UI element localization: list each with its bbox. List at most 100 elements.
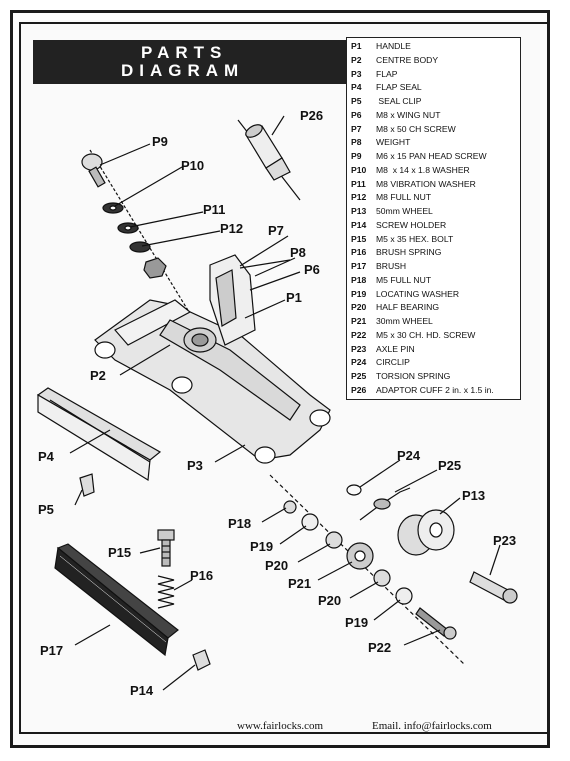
- legend-row: P4 FLAP SEAL: [351, 81, 520, 95]
- callout-p3: P3: [187, 458, 203, 473]
- legend-code: P12: [351, 192, 367, 203]
- callout-p10: P10: [181, 158, 204, 173]
- screw-washer-stack: [81, 149, 201, 331]
- title-line-1: PARTS: [141, 43, 228, 62]
- legend-code: P26: [351, 384, 367, 395]
- callout-p18: P18: [228, 516, 251, 531]
- legend-part-name: M8 VIBRATION WASHER: [376, 178, 476, 189]
- email-text: Email. info@fairlocks.com: [372, 720, 492, 732]
- callout-p19-a: P19: [250, 539, 273, 554]
- vacuum-head-body: [94, 254, 331, 464]
- 50mm-wheel-part: [397, 509, 455, 556]
- flap-seal-part: [36, 387, 162, 482]
- legend-part-name: M8 x WING NUT: [376, 109, 441, 120]
- legend-part-name: BRUSH SPRING: [376, 247, 442, 258]
- callout-p15: P15: [108, 545, 131, 560]
- legend-row: P11 M8 VIBRATION WASHER: [351, 178, 520, 192]
- torsion-spring-part: [359, 487, 411, 521]
- legend-code: P10: [351, 164, 367, 175]
- brush-spring-part: [157, 575, 175, 609]
- legend-part-name: SEAL CLIP: [376, 96, 422, 106]
- callout-p23: P23: [493, 533, 516, 548]
- adaptor-cuff-part: [237, 115, 301, 201]
- callout-p11: P11: [203, 202, 225, 217]
- legend-code: P9: [351, 151, 362, 161]
- callout-p1: P1: [286, 290, 302, 305]
- legend-code: P22: [351, 329, 367, 340]
- legend-code: P8: [351, 137, 362, 148]
- legend-code: P3: [351, 68, 362, 79]
- legend-code: P2: [351, 54, 362, 65]
- seal-clip-part: [79, 473, 95, 497]
- website-text: www.fairlocks.com: [237, 720, 324, 732]
- legend-code: P25: [351, 371, 367, 381]
- half-bearing-part-a: [325, 531, 343, 549]
- legend-part-name: FLAP SEAL: [376, 82, 422, 93]
- callout-p7: P7: [268, 223, 284, 238]
- callout-p16: P16: [190, 568, 213, 583]
- callout-p14: P14: [130, 683, 154, 698]
- legend-row: P12 M8 FULL NUT: [351, 191, 520, 205]
- legend-code: P1: [351, 41, 362, 51]
- legend-code: P20: [351, 302, 367, 313]
- legend-code: P19: [351, 288, 367, 299]
- legend-part-name: M5 FULL NUT: [376, 274, 432, 285]
- legend-code: P24: [351, 357, 367, 368]
- legend-row: P6 M8 x WING NUT: [351, 109, 520, 123]
- circlip-part: [346, 484, 362, 496]
- callout-p21: P21: [288, 576, 311, 591]
- axle-pin-part: [469, 571, 518, 604]
- legend-code: P6: [351, 109, 362, 120]
- screw-holder-part: [192, 649, 211, 671]
- legend-row: P26 ADAPTOR CUFF 2 in. x 1.5 in.: [351, 384, 520, 398]
- brush-part: [54, 543, 179, 657]
- ch-hd-screw-part: [415, 607, 457, 640]
- legend-part-name: ADAPTOR CUFF 2 in. x 1.5 in.: [376, 384, 494, 395]
- callout-p26: P26: [300, 108, 323, 123]
- legend-part-name: M8 x 14 x 1.8 WASHER: [376, 164, 470, 175]
- legend-row: P1 HANDLE: [351, 40, 520, 54]
- legend-part-name: TORSION SPRING: [376, 371, 451, 381]
- legend-code: P4: [351, 82, 362, 93]
- callout-p12: P12: [220, 221, 243, 236]
- callout-p25: P25: [438, 458, 461, 473]
- legend-part-name: M5 x 35 HEX. BOLT: [376, 233, 454, 244]
- legend-code: P13: [351, 206, 367, 216]
- callout-p6: P6: [304, 262, 320, 277]
- callout-p20-b: P20: [318, 593, 341, 608]
- legend-code: P15: [351, 233, 367, 244]
- legend-part-name: M8 x 50 CH SCREW: [376, 123, 456, 134]
- legend-code: P21: [351, 316, 367, 326]
- legend-part-name: LOCATING WASHER: [376, 288, 460, 299]
- title-line-2: DIAGRAM: [121, 61, 245, 80]
- callout-p19-b: P19: [345, 615, 368, 630]
- legend-part-name: 30mm WHEEL: [376, 316, 433, 326]
- callout-p9: P9: [152, 134, 168, 149]
- legend-row: P15 M5 x 35 HEX. BOLT: [351, 233, 520, 247]
- legend-row: P17 BRUSH: [351, 260, 520, 274]
- legend-part-name: HANDLE: [376, 41, 411, 51]
- legend-row: P16 BRUSH SPRING: [351, 246, 520, 260]
- legend-part-name: M8 FULL NUT: [376, 192, 432, 203]
- legend-code: P11: [351, 178, 366, 189]
- callout-p22: P22: [368, 640, 391, 655]
- callout-p8: P8: [290, 245, 306, 260]
- legend-part-name: BRUSH: [376, 261, 407, 271]
- callout-p17: P17: [40, 643, 63, 658]
- callout-p4: P4: [38, 449, 55, 464]
- legend-row: P5 SEAL CLIP: [351, 95, 520, 109]
- legend-code: P16: [351, 247, 367, 258]
- legend-code: P17: [351, 261, 367, 271]
- m5-nut-part: [283, 500, 297, 514]
